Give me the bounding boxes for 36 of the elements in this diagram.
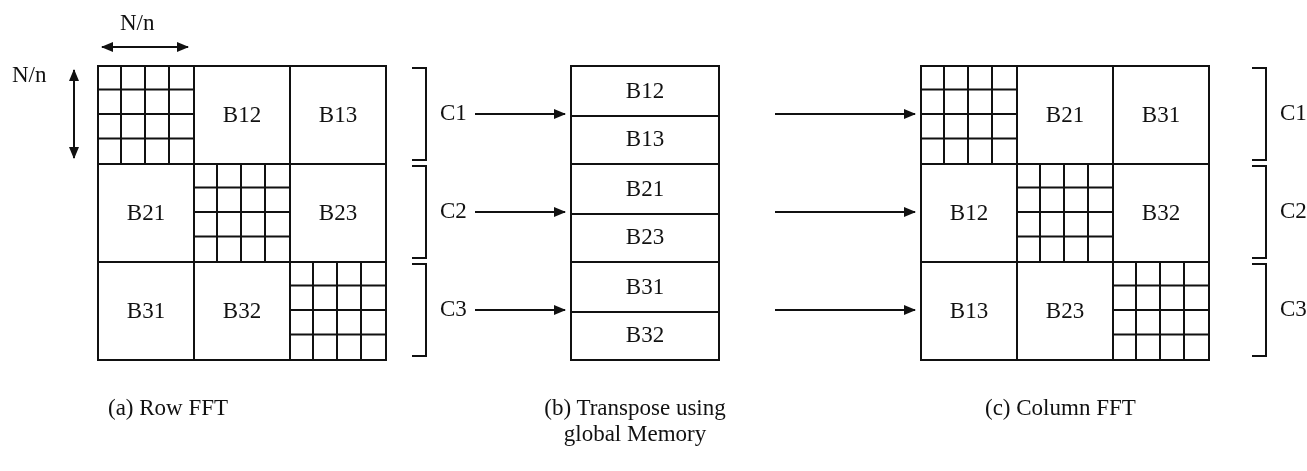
matrix-cell: B31 — [97, 261, 195, 361]
matrix-cell: B13 — [920, 261, 1018, 361]
matrix-cell: B31 — [1112, 65, 1210, 165]
arrow — [774, 207, 916, 217]
caption: (a) Row FFT — [108, 395, 229, 421]
block-label: B31 — [625, 274, 665, 300]
grid-cell — [289, 261, 387, 361]
arrow — [474, 305, 566, 315]
grid-cell — [97, 65, 195, 165]
column-label: C1 — [440, 100, 467, 126]
dimension-label: N/n — [120, 10, 155, 36]
grid-cell — [1016, 163, 1114, 263]
column-label: C3 — [1280, 296, 1307, 322]
block-label: B23 — [625, 224, 665, 250]
column-label: C2 — [440, 198, 467, 224]
memory-block — [570, 261, 720, 361]
memory-block — [570, 163, 720, 263]
arrow — [774, 109, 916, 119]
memory-block — [570, 65, 720, 165]
block-label: B32 — [625, 322, 665, 348]
caption: (c) Column FFT — [985, 395, 1136, 421]
column-label: C1 — [1280, 100, 1307, 126]
arrow — [774, 305, 916, 315]
dimension-label: N/n — [12, 62, 47, 88]
block-label: B21 — [625, 176, 665, 202]
grid-cell — [920, 65, 1018, 165]
matrix-cell: B13 — [289, 65, 387, 165]
block-label: B12 — [625, 78, 665, 104]
column-label: C3 — [440, 296, 467, 322]
grid-cell — [193, 163, 291, 263]
arrow — [474, 109, 566, 119]
column-label: C2 — [1280, 198, 1307, 224]
block-label: B13 — [625, 126, 665, 152]
grid-cell — [1112, 261, 1210, 361]
arrow — [474, 207, 566, 217]
caption: (b) Transpose using global Memory — [543, 395, 727, 447]
